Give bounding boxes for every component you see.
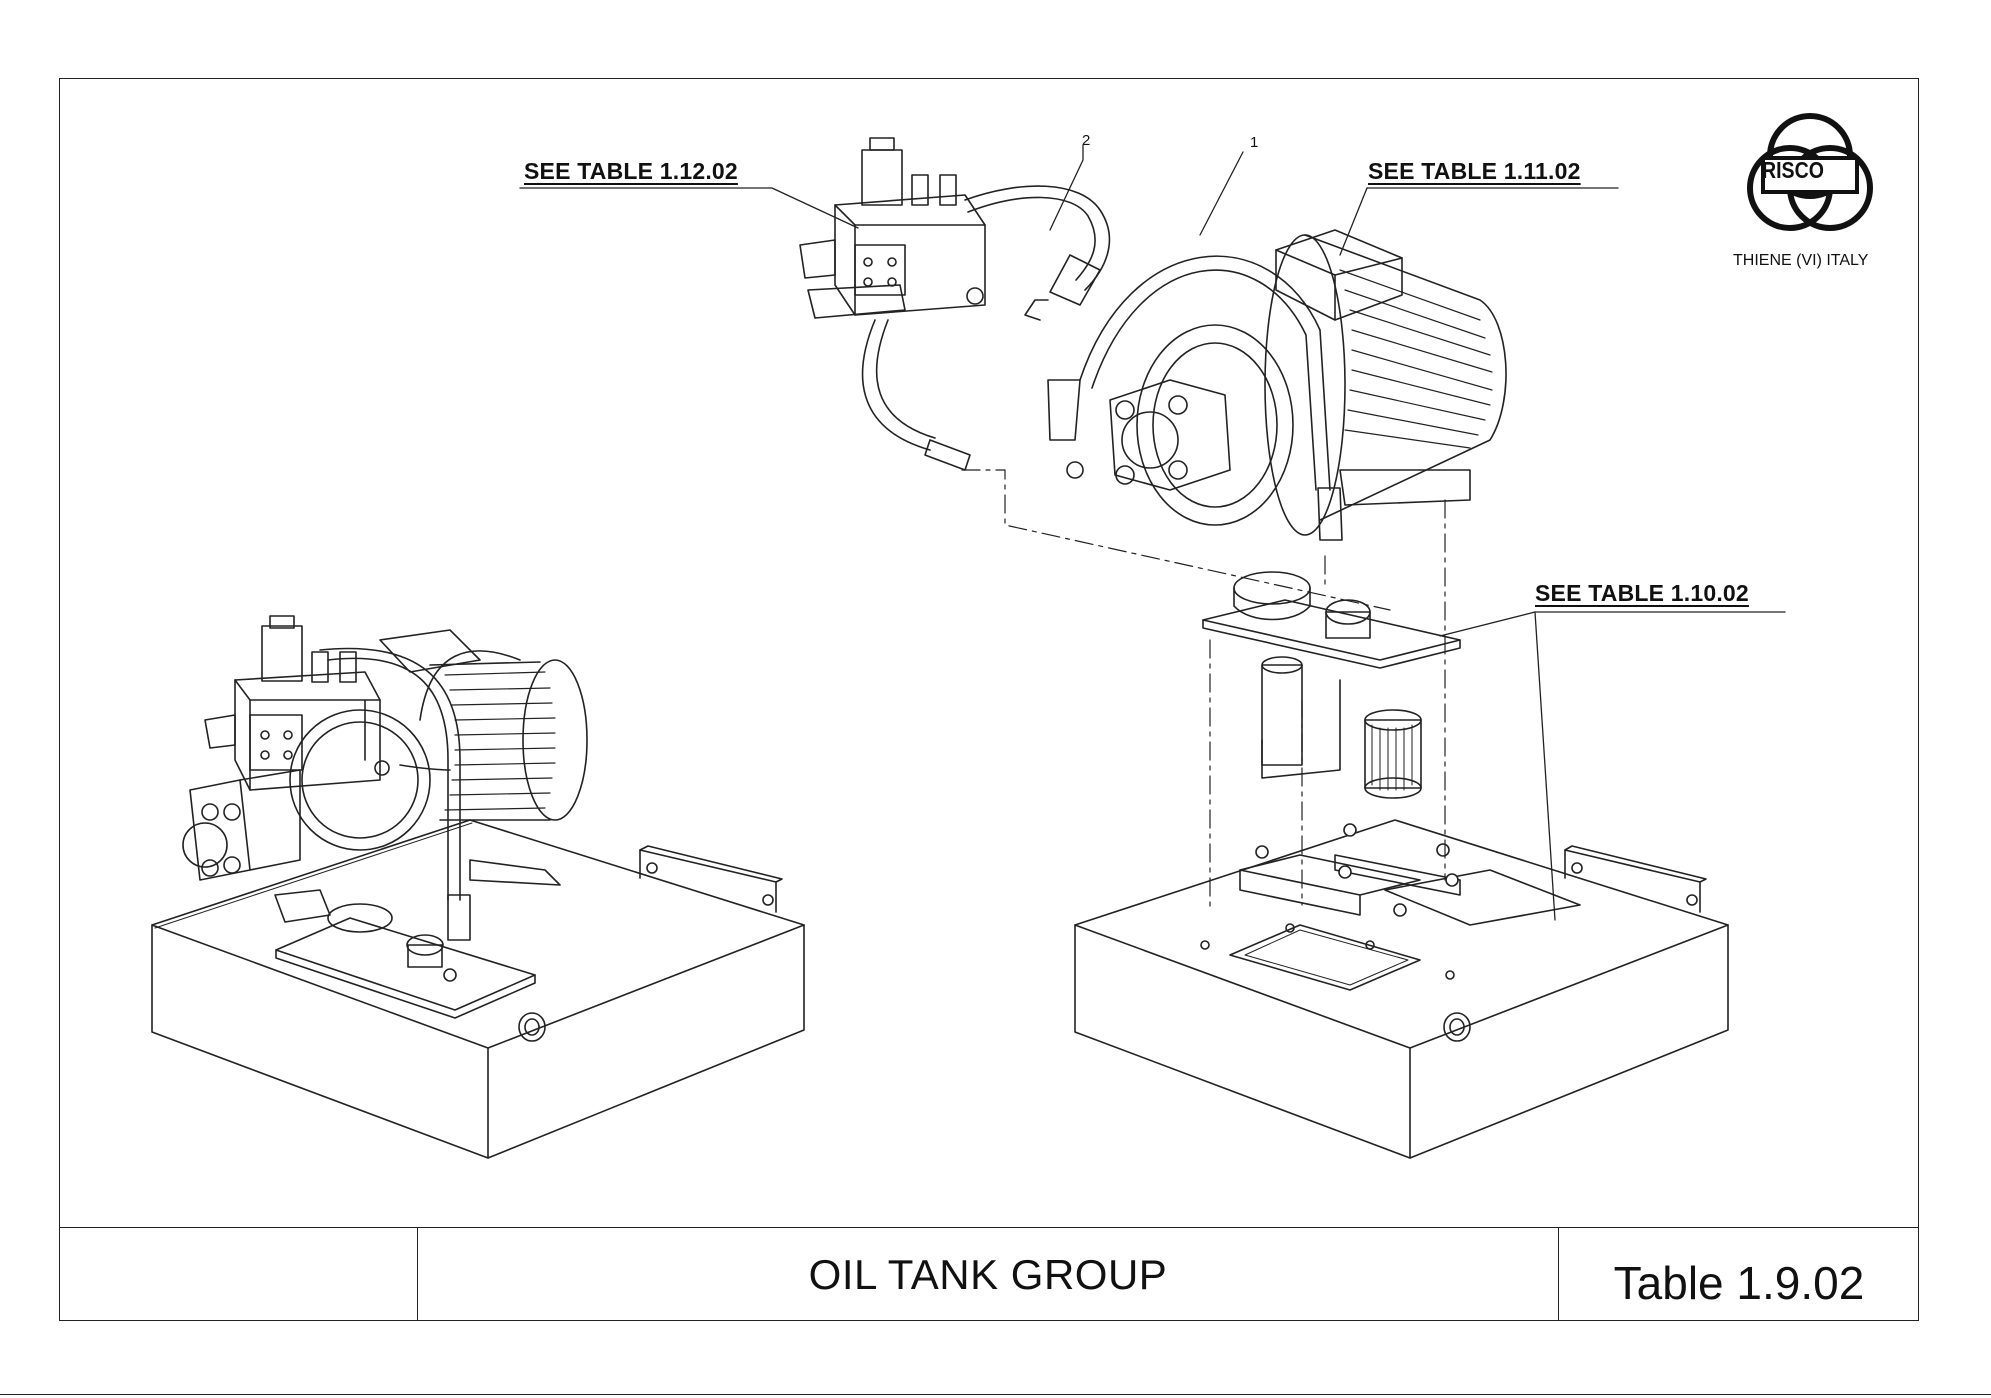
page-bottom-rule xyxy=(0,1394,1991,1395)
oil-tank-left xyxy=(151,819,805,1159)
drawing-title: OIL TANK GROUP xyxy=(808,1250,1168,1298)
see-table-1-12-02-label: SEE TABLE 1.12.02 xyxy=(524,158,738,184)
valve-block-left xyxy=(204,615,390,791)
title-block-table-cell: Table 1.9.02 xyxy=(1559,1227,1919,1321)
title-block-title-cell: OIL TANK GROUP xyxy=(418,1227,1559,1321)
see-table-1-11-02-label: SEE TABLE 1.11.02 xyxy=(1368,158,1581,184)
hoses-right xyxy=(861,185,1343,541)
assembled-oil-tank-group xyxy=(151,615,805,1159)
risco-logo xyxy=(1747,113,1873,231)
assembly-centerlines xyxy=(961,469,1446,911)
company-location: THIENE (VI) ITALY xyxy=(1733,252,1869,269)
drawing-frame xyxy=(59,78,1919,1321)
title-block-blank-cell xyxy=(59,1227,418,1321)
table-number: Table 1.9.02 xyxy=(1613,1256,1865,1309)
electric-motor-right xyxy=(1136,229,1507,536)
oil-tank-right xyxy=(1074,819,1729,1159)
hydraulic-pump-left xyxy=(182,769,301,881)
hydraulic-pump-right xyxy=(1109,379,1231,491)
electric-motor-left xyxy=(289,629,588,886)
hoses-left xyxy=(274,647,471,941)
item-number-1: 1 xyxy=(1250,134,1259,151)
filter-fittings-left xyxy=(327,903,457,982)
tank-cover-filter-assembly xyxy=(1202,571,1461,799)
valve-block-right xyxy=(799,137,986,319)
logo-brand-text: RISCO xyxy=(1762,157,1824,183)
callout-leaders xyxy=(519,144,1786,921)
see-table-1-10-02-label: SEE TABLE 1.10.02 xyxy=(1535,580,1749,606)
exploded-oil-tank-group xyxy=(799,137,1729,1159)
item-number-2: 2 xyxy=(1082,132,1091,149)
title-block: OIL TANK GROUP Table 1.9.02 xyxy=(59,1227,1919,1321)
